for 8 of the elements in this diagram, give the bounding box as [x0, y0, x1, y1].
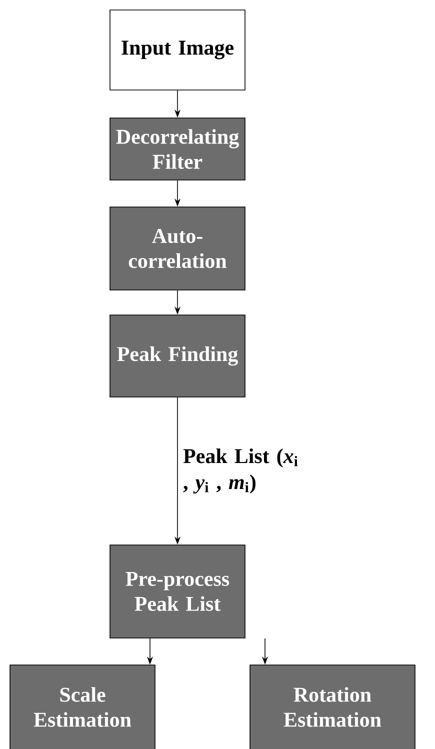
- process-box: Auto-correlation: [110, 206, 246, 290]
- input-box: Input Image: [110, 10, 246, 90]
- process-box: Scale Estimation: [10, 664, 156, 749]
- process-box: Rotation Estimation: [250, 664, 416, 749]
- process-box: Decorrelating Filter: [110, 118, 246, 180]
- edge-label: Peak List (x$_{i}$ , y$_{i}$ , m$_{i}$): [183, 448, 298, 494]
- process-box: Pre-process Peak List: [110, 544, 246, 638]
- process-box: Peak Finding: [110, 314, 246, 398]
